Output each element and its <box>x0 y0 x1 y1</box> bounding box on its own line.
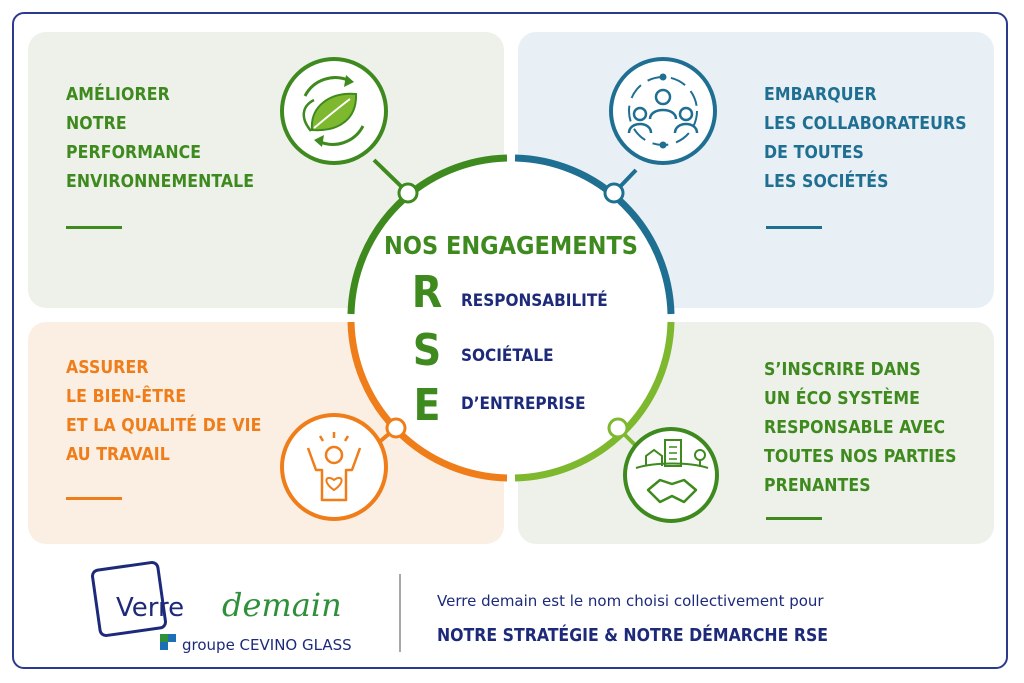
wellbeing-heart-icon <box>280 413 388 521</box>
employees-line: DE TOUTES <box>764 143 864 163</box>
ecosystem-line: TOUTES NOS PARTIES <box>764 447 957 467</box>
employees-line: LES COLLABORATEURS <box>764 114 967 134</box>
junction-dot <box>397 182 419 204</box>
employees-line: LES SOCIÉTÉS <box>764 172 889 192</box>
logo-group: groupe CEVINO GLASS <box>182 636 352 654</box>
word-societale: SOCIÉTALE <box>461 344 554 366</box>
environment-line: NOTRE <box>66 114 127 134</box>
ring-arc-employees <box>514 154 675 315</box>
logo-demain: demain <box>222 586 342 624</box>
word-entreprise: D’ENTREPRISE <box>461 394 586 414</box>
center-title: NOS ENGAGEMENTS <box>384 231 638 260</box>
environment-line: PERFORMANCE <box>66 143 202 163</box>
footer-line1: Verre demain est le nom choisi collectiv… <box>437 592 824 610</box>
junction-dot <box>607 417 629 439</box>
employees-line: EMBARQUER <box>764 85 877 105</box>
employees-text: EMBARQUER LES COLLABORATEURS DE TOUTES L… <box>764 81 967 197</box>
letter-e: E <box>413 380 440 431</box>
logo-verre: Verre <box>116 593 184 623</box>
ecosystem-line: UN ÉCO SYSTÈME <box>764 389 921 409</box>
ecosystem-rule <box>766 517 822 520</box>
junction-dot <box>603 182 625 204</box>
ecosystem-text: S’INSCRIRE DANS UN ÉCO SYSTÈME RESPONSAB… <box>764 356 957 501</box>
employees-rule <box>766 226 822 229</box>
ecosystem-line: S’INSCRIRE DANS <box>764 360 921 380</box>
wellbeing-line: ET LA QUALITÉ DE VIE <box>66 416 262 436</box>
wellbeing-line: LE BIEN-ÊTRE <box>66 387 187 407</box>
environment-rule <box>66 226 122 229</box>
word-responsabilite: RESPONSABILITÉ <box>461 289 608 311</box>
wellbeing-line: AU TRAVAIL <box>66 445 170 465</box>
letter-s: S <box>413 325 442 376</box>
environment-line: ENVIRONNEMENTALE <box>66 172 255 192</box>
junction-dot <box>385 417 407 439</box>
wellbeing-text: ASSURER LE BIEN-ÊTRE ET LA QUALITÉ DE VI… <box>66 354 261 470</box>
team-network-icon <box>609 57 717 165</box>
letter-r: R <box>412 267 443 318</box>
environment-text: AMÉLIORER NOTRE PERFORMANCE ENVIRONNEMEN… <box>66 81 254 197</box>
ring-arc-environment <box>347 154 508 315</box>
center-disc <box>353 160 669 476</box>
wellbeing-rule <box>66 497 122 500</box>
ecosystem-line: RESPONSABLE AVEC <box>764 418 946 438</box>
verre-demain-logo: Verre demain groupe CEVINO GLASS <box>91 561 352 654</box>
wellbeing-line: ASSURER <box>66 358 149 378</box>
ecosystem-line: PRENANTES <box>764 476 871 496</box>
footer-line2: NOTRE STRATÉGIE & NOTRE DÉMARCHE RSE <box>437 624 828 646</box>
environment-line: AMÉLIORER <box>66 85 170 105</box>
handshake-city-icon <box>623 427 719 523</box>
leaf-recycle-icon <box>280 57 388 165</box>
